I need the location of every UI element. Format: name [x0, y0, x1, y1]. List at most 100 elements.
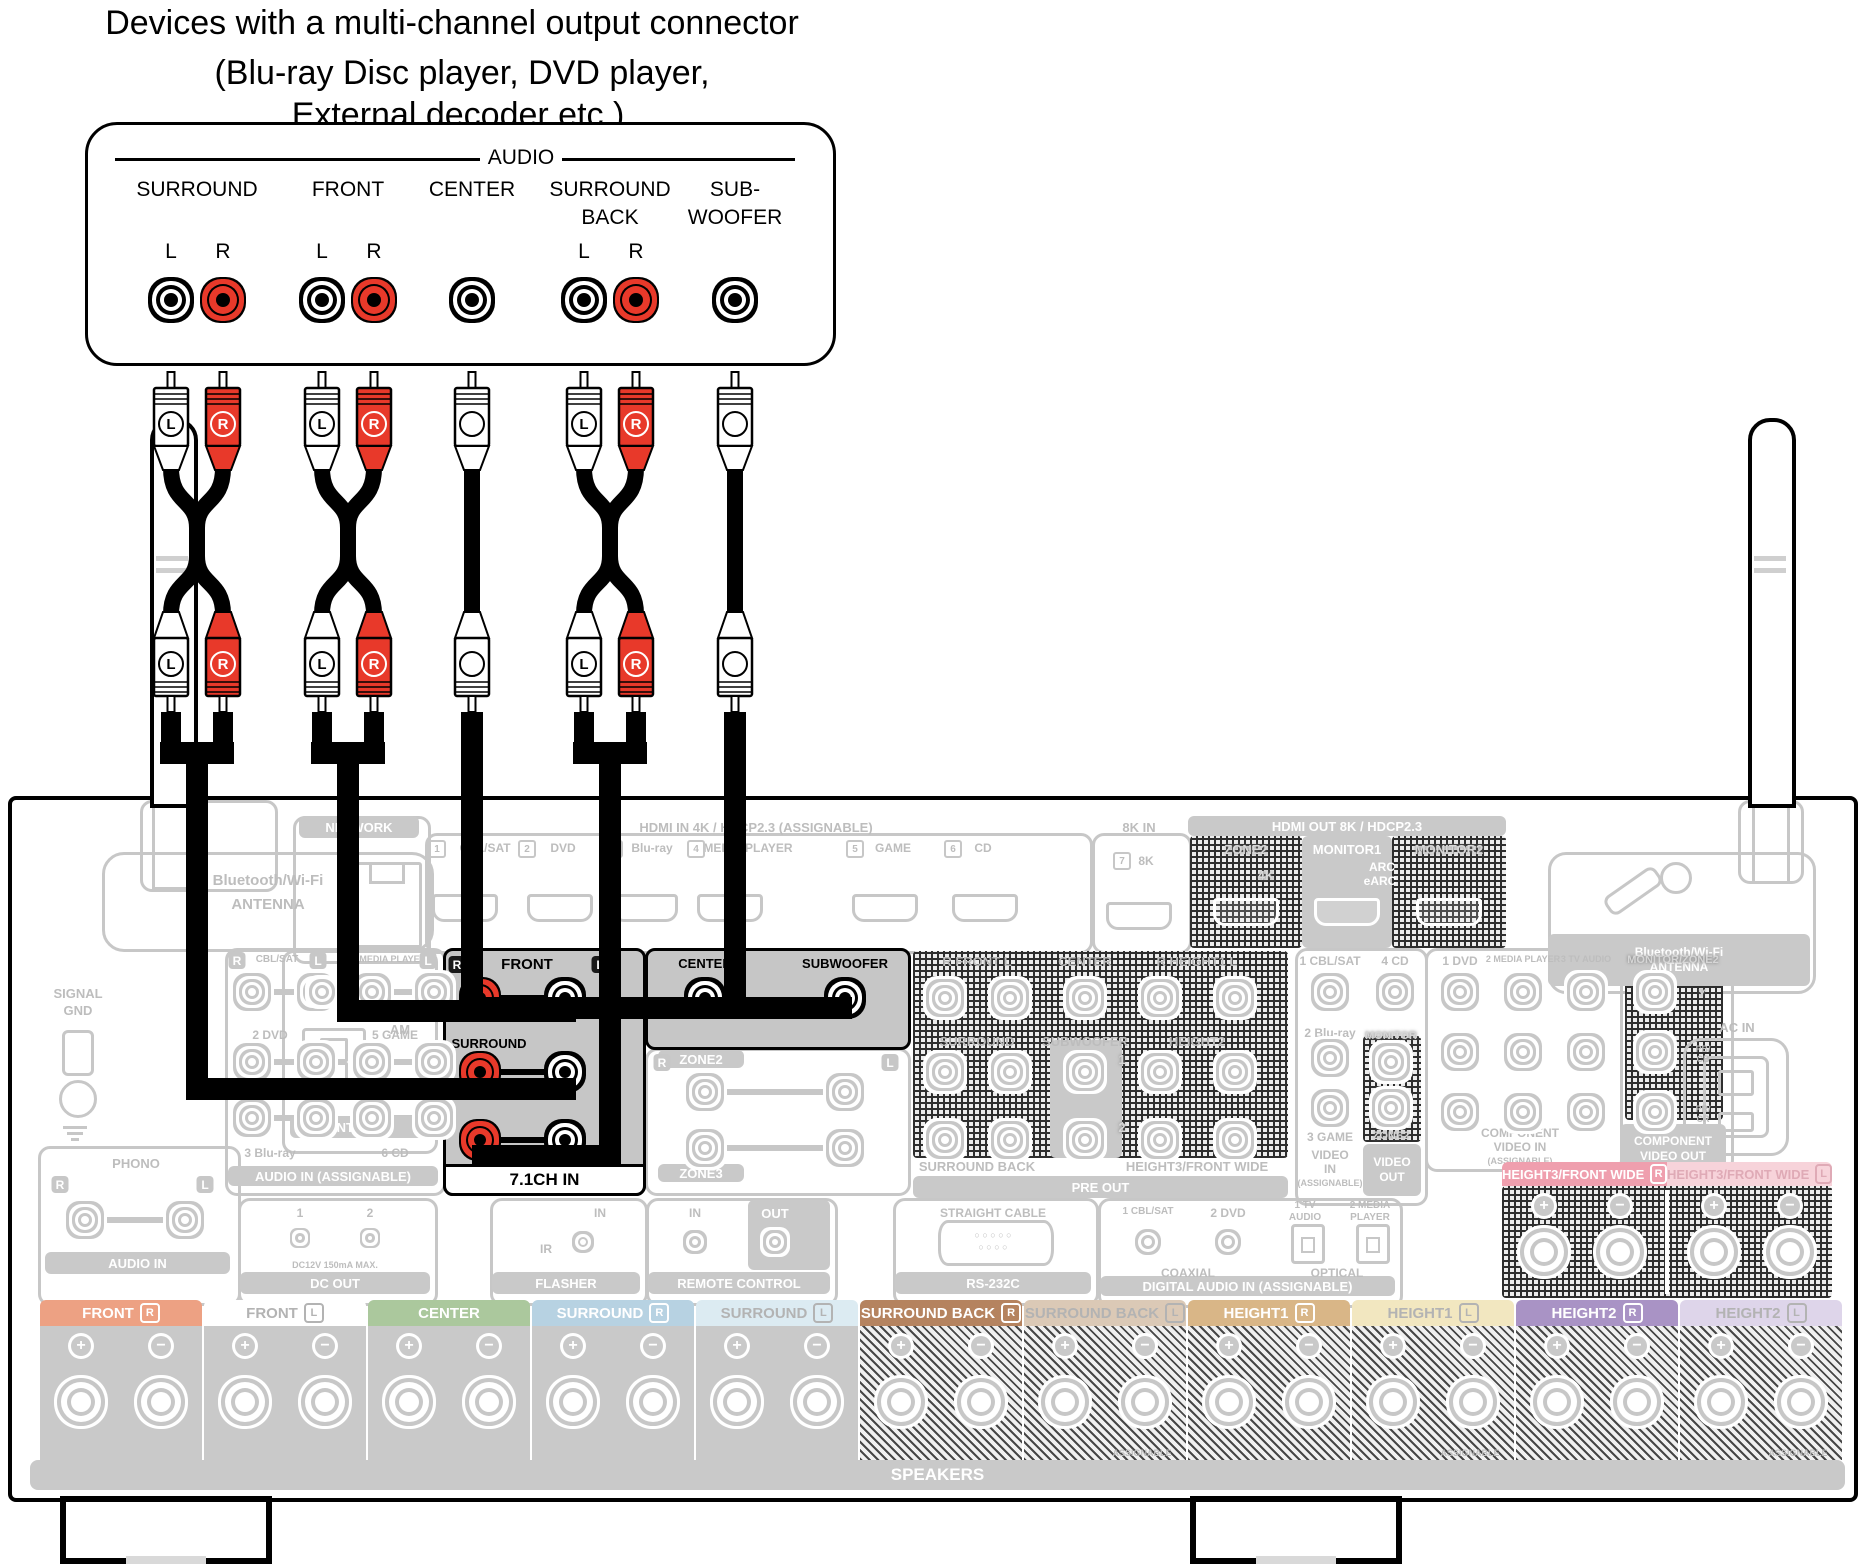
- panel-jack: [1006, 1068, 1014, 1076]
- hdmi-6-label: CD: [974, 841, 992, 855]
- vo-zone2: ZONE2: [1372, 1130, 1410, 1142]
- preout-bar: PRE OUT: [913, 1176, 1288, 1198]
- bt-left-line1: Bluetooth/Wi-Fi: [212, 872, 324, 889]
- channel-label-surround: SURROUND: [136, 178, 258, 201]
- terminal-sign: +: [1383, 1336, 1403, 1356]
- svg-text:L: L: [317, 416, 326, 433]
- binding-post: [1534, 1242, 1554, 1262]
- dc-1: 1: [296, 1206, 304, 1220]
- ain-bluray: 3 Blu-ray: [244, 1146, 296, 1160]
- db9-row1: ○ ○ ○ ○ ○: [974, 1230, 1012, 1240]
- panel-jack: [701, 1088, 709, 1096]
- binding-post: [1055, 1392, 1075, 1412]
- conn-71-surround: [490, 1069, 560, 1075]
- panel-jack: [1231, 1136, 1239, 1144]
- ac-in-slot2: [1718, 1112, 1754, 1132]
- cvo-y: Y: [1698, 988, 1706, 1000]
- svg-text:L: L: [579, 416, 588, 433]
- hdmi-port: [1314, 898, 1380, 926]
- panel-jack: [692, 1239, 698, 1245]
- panel-jack: [1081, 1068, 1089, 1076]
- rca-plug-L: L: [152, 611, 190, 713]
- hdmi-out-monitor1: MONITOR1: [1312, 842, 1382, 857]
- dcout-bar: DC OUT: [240, 1272, 430, 1294]
- da-cblsat: 1 CBL/SAT: [1122, 1206, 1174, 1217]
- rca-plug-L: L: [303, 371, 341, 471]
- svg-text:R: R: [218, 656, 229, 673]
- speaker-terminal-area: [1516, 1326, 1678, 1460]
- speaker-terminal-area: [532, 1326, 694, 1460]
- panel-jack: [841, 1088, 849, 1096]
- vi-cblsat: 1 CBL/SAT: [1299, 954, 1361, 968]
- binding-post: [971, 1392, 991, 1412]
- terminal-sign: +: [71, 1336, 91, 1356]
- audio-divider-left: [115, 158, 480, 161]
- gconn-ain-5: [262, 1115, 306, 1121]
- flasher-in: IN: [594, 1206, 606, 1220]
- binding-post: [1383, 1392, 1403, 1412]
- panel-jack: [559, 1134, 571, 1146]
- panel-jack: [941, 994, 949, 1002]
- terminal-sign: −: [971, 1336, 991, 1356]
- phono-audioin-bar: AUDIO IN: [45, 1252, 230, 1274]
- speakers-bar: SPEAKERS: [30, 1460, 1845, 1490]
- digital-bar: DIGITAL AUDIO IN (ASSIGNABLE): [1100, 1276, 1395, 1296]
- terminal-sign: +: [1055, 1336, 1075, 1356]
- da-media2: PLAYER: [1350, 1212, 1390, 1223]
- ac-in-label: AC IN: [1719, 1020, 1755, 1035]
- gconn-zone2: [715, 1089, 835, 1095]
- gnd-sym-1: [63, 1126, 87, 1129]
- panel-jack: [318, 988, 326, 996]
- rs232-straight: STRAIGHT CABLE: [940, 1206, 1046, 1220]
- rca-plug-R: R: [617, 611, 655, 713]
- audio-divider-right: [562, 158, 795, 161]
- binding-post: [1711, 1392, 1731, 1412]
- channel-label-surround-back: SURROUND: [549, 178, 671, 201]
- rca-jack-surround-L: [164, 293, 178, 307]
- panel-jack: [1391, 988, 1399, 996]
- hdmi-out-mesh-monitor2: [1392, 836, 1506, 948]
- panel-jack: [841, 1144, 849, 1152]
- rca-plug: [716, 371, 754, 471]
- panel-jack: [1651, 1108, 1659, 1116]
- hdmi-port: [852, 894, 918, 922]
- panel-jack: [1582, 1048, 1590, 1056]
- chassis-foot-left: [60, 1496, 272, 1564]
- terminal-sign: −: [643, 1336, 663, 1356]
- gconn-ain-4: [382, 1059, 424, 1065]
- signal-gnd-post: [62, 1030, 94, 1076]
- binding-post: [563, 1392, 583, 1412]
- terminal-sign: +: [1534, 1196, 1554, 1216]
- optical-port-2: [1356, 1224, 1390, 1264]
- da-media1: 2 MEDIA: [1349, 1200, 1391, 1211]
- rca-plug: [716, 611, 754, 713]
- rca-plug-L: L: [565, 371, 603, 471]
- hdmi-out-4k: 4K: [1257, 868, 1275, 883]
- chassis-foot-right: [1190, 1496, 1402, 1564]
- hdmi-port: [952, 894, 1018, 922]
- rca-jack-center: [465, 293, 479, 307]
- flasher-ir: IR: [540, 1242, 552, 1256]
- badge-L: L: [309, 952, 327, 969]
- channel-label2-surround-back: BACK: [581, 206, 639, 229]
- ac-in-outer: [1683, 1038, 1789, 1156]
- gconn-phono: [100, 1217, 170, 1223]
- panel-jack: [430, 988, 438, 996]
- 8k-in-label: 8K IN: [1122, 820, 1156, 835]
- binding-post: [1627, 1392, 1647, 1412]
- rca-plug-L: L: [565, 611, 603, 713]
- terminal-sign: −: [807, 1336, 827, 1356]
- rca-jack-surround-R: [216, 293, 230, 307]
- assignable-label: ASSIGNABLE: [1440, 1448, 1500, 1458]
- hdmi-port: [1213, 898, 1279, 926]
- terminal-sign: −: [315, 1336, 335, 1356]
- badge-L: L: [419, 952, 437, 969]
- rca-jack-front-L: [315, 293, 329, 307]
- panel-jack: [1326, 1054, 1334, 1062]
- gconn-ain-3: [262, 1059, 306, 1065]
- hdmi-in-header: HDMI IN 4K / HDCP2.3 (ASSIGNABLE): [639, 820, 873, 835]
- terminal-sign: −: [1791, 1336, 1811, 1356]
